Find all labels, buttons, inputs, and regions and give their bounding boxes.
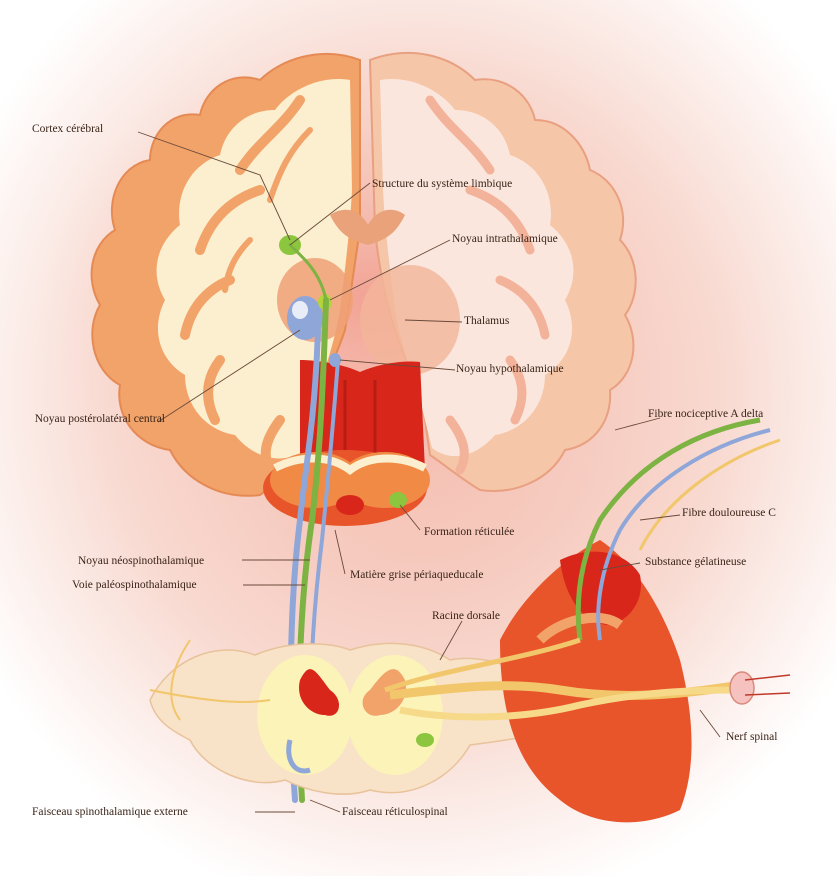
label-fibre-c: Fibre douloureuse C xyxy=(682,507,776,520)
label-faisceau-reticulospinal: Faisceau réticulospinal xyxy=(342,806,448,819)
label-formation-reticulee: Formation réticulée xyxy=(424,526,514,539)
label-racine-dorsale: Racine dorsale xyxy=(432,610,500,623)
label-structure-limbique: Structure du système limbique xyxy=(372,178,512,191)
label-noyau-intrathalamique: Noyau intrathalamique xyxy=(452,233,558,246)
label-voie-neospinothalamique: Noyau néospinothalamique xyxy=(78,555,204,568)
label-matiere-grise: Matière grise périaqueducale xyxy=(350,569,483,582)
label-noyau-posterolateral: Noyau postérolatéral central xyxy=(30,413,165,426)
label-noyau-hypothalamique: Noyau hypothalamique xyxy=(456,363,564,376)
label-fibre-a-delta: Fibre nociceptive A delta xyxy=(648,408,763,421)
label-thalamus: Thalamus xyxy=(464,315,509,328)
label-substance-gelatineuse: Substance gélatineuse xyxy=(645,556,746,569)
label-nerf-spinal: Nerf spinal xyxy=(726,731,777,744)
label-voie-paleospinothalamique: Voie paléospinothalamique xyxy=(72,579,197,592)
label-cortex-cerebral: Cortex cérébral xyxy=(32,123,103,136)
reticular-formation xyxy=(389,492,407,508)
label-faisceau-spinothalamique-externe: Faisceau spinothalamique externe xyxy=(32,806,188,819)
